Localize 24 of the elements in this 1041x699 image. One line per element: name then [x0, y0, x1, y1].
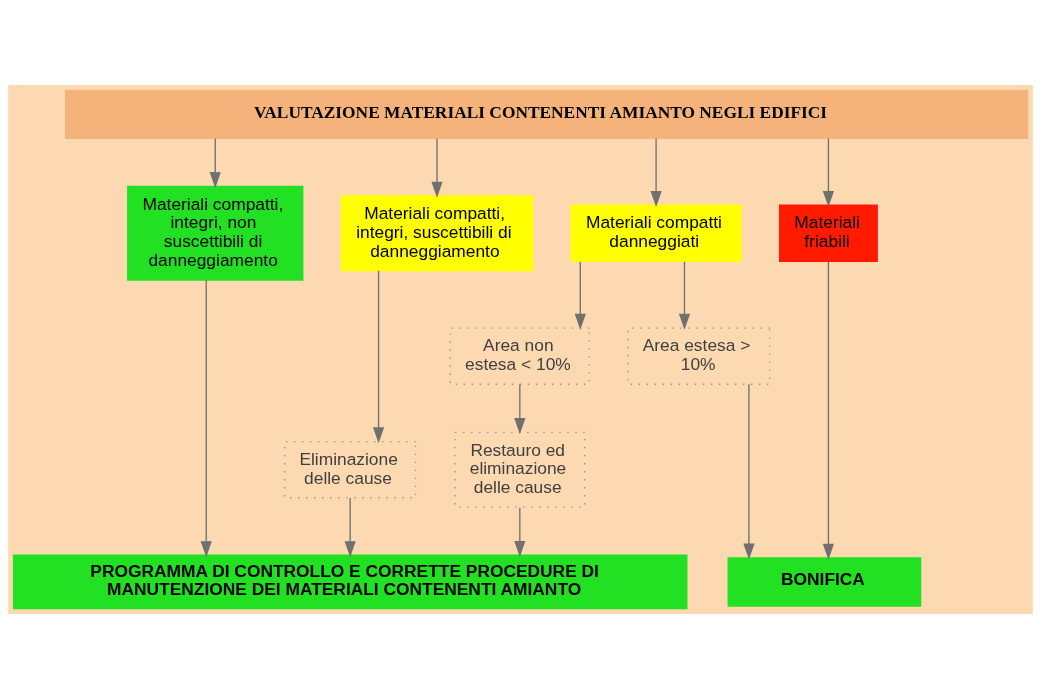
arrow: [574, 261, 586, 330]
node-box: PROGRAMMA DI CONTROLLO E CORRETTE PROCEDURE DI MANUTENZIONE DEI MATERIALI CONTENENTI AMIANTO: [12, 554, 688, 610]
arrow: [822, 137, 835, 208]
node-box: VALUTAZIONE MATERIALI CONTENENTI AMIANTO NEGLI EDIFICI: [64, 89, 1029, 140]
arrow: [514, 383, 526, 435]
node-box: Materiali friabili: [779, 204, 878, 262]
arrow: [678, 261, 691, 330]
node-box: Area estesa > 10%: [627, 327, 771, 385]
node-box: Eliminazione delle cause: [284, 441, 417, 499]
node-box: Materiali compatti, integri, suscettibili di danneggiamento: [340, 195, 534, 272]
arrow: [209, 137, 221, 189]
arrow: [743, 383, 755, 560]
arrow: [372, 270, 385, 444]
node-box: BONIFICA: [727, 557, 922, 607]
arrow: [200, 279, 212, 558]
arrow: [344, 497, 356, 558]
arrow: [650, 137, 662, 208]
arrow: [514, 507, 526, 557]
arrow: [822, 261, 835, 560]
node-box: Area non estesa < 10%: [449, 327, 590, 385]
arrow: [431, 137, 443, 198]
node-box: Materiali compatti danneggiati: [570, 204, 742, 262]
node-box: Restauro ed eliminazione delle cause: [454, 431, 586, 508]
node-box: Materiali compatti, integri, non suscettibili di danneggiamento: [127, 185, 304, 281]
